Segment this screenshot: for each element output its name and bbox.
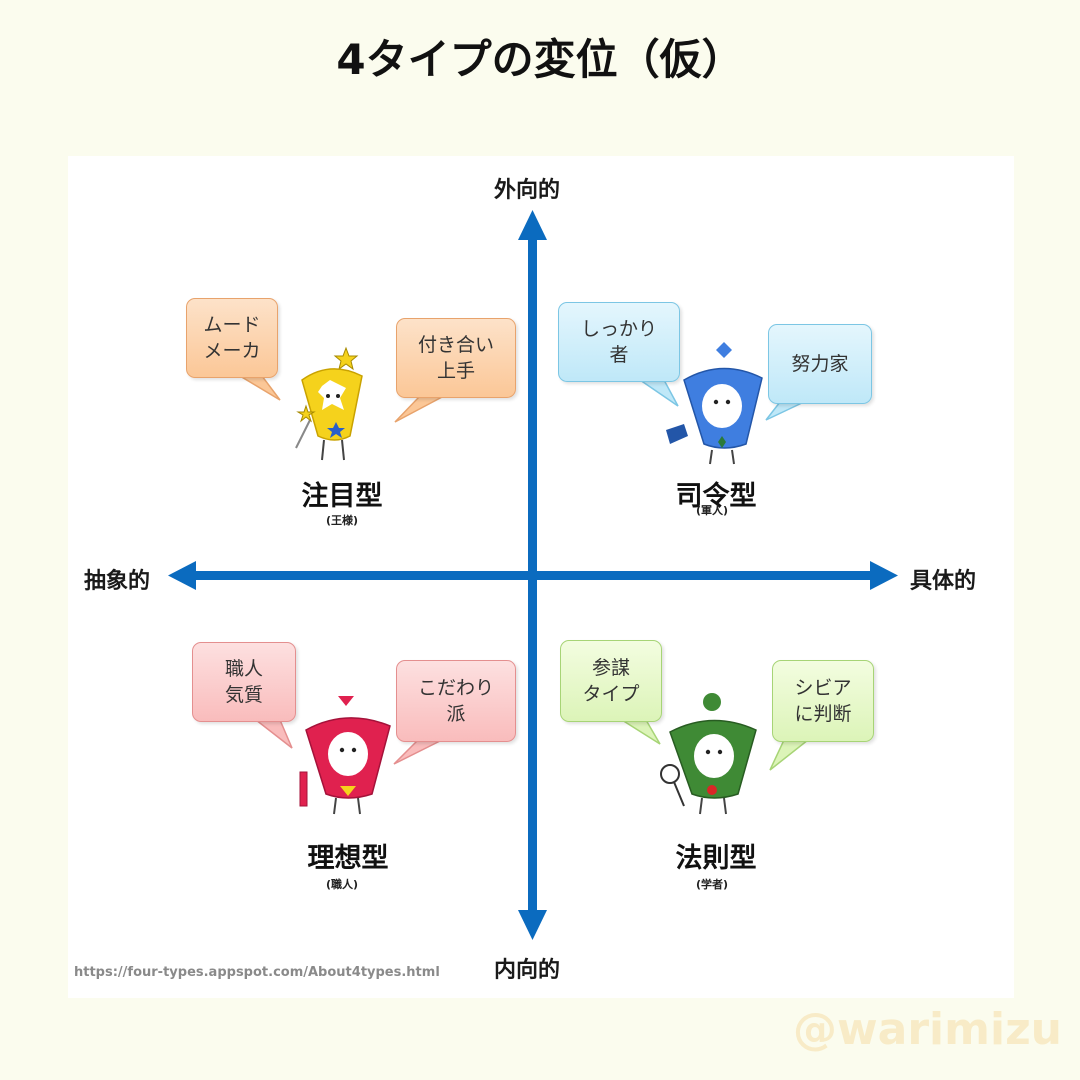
- axis-label-left: 抽象的: [84, 569, 151, 594]
- scholar-character-icon: [660, 693, 757, 815]
- king-character-icon: [295, 346, 363, 461]
- axis-label-top: 外向的: [494, 178, 561, 203]
- speech-bubble-strategist: 参謀 タイプ: [560, 640, 662, 722]
- speech-bubble-strict-judgment: シビア に判断: [772, 660, 874, 742]
- page-title: 4タイプの変位（仮）: [336, 35, 744, 84]
- right-arrow-head: [870, 561, 898, 590]
- speech-bubble-craftsman-spirit: 職人 気質: [192, 642, 296, 722]
- craftsman-character-icon: [299, 696, 391, 815]
- type-name-commander: 司令型: [675, 481, 757, 512]
- type-sub-king: (王様): [325, 514, 359, 527]
- speech-bubble-sociable: 付き合い 上手: [396, 318, 516, 398]
- speech-bubble-particular: こだわり 派: [396, 660, 516, 742]
- watermark: @warimizu: [793, 1004, 1062, 1055]
- up-arrow-head: [518, 210, 547, 240]
- left-arrow-head: [168, 561, 196, 590]
- type-name-law: 法則型: [675, 843, 757, 874]
- type-name-idealist: 理想型: [307, 843, 389, 874]
- speech-bubble-mood-maker: ムード メーカ: [186, 298, 278, 378]
- type-sub-scholar: (学者): [695, 878, 729, 891]
- down-arrow-head: [518, 910, 547, 940]
- axis-label-bottom: 内向的: [494, 958, 561, 983]
- type-sub-craftsman: (職人): [325, 878, 359, 891]
- horizontal-axis-line: [190, 571, 870, 580]
- type-sub-soldier: (軍人): [695, 504, 729, 517]
- source-url: https://four-types.appspot.com/About4typ…: [74, 965, 440, 980]
- soldier-character-icon: [666, 342, 763, 465]
- axis-label-right: 具体的: [910, 569, 977, 594]
- speech-bubble-hard-worker: 努力家: [768, 324, 872, 404]
- speech-bubble-reliable: しっかり 者: [558, 302, 680, 382]
- type-name-attention: 注目型: [301, 481, 383, 512]
